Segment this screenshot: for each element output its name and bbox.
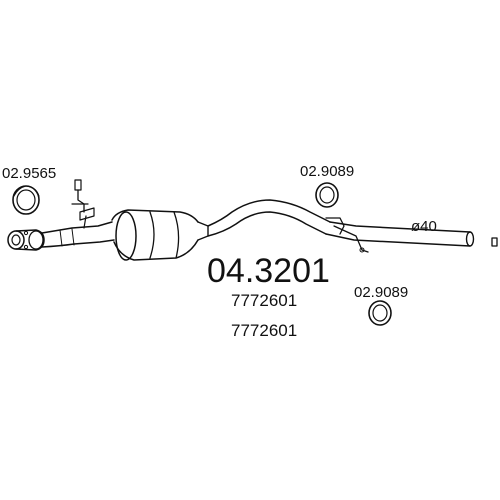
lambda-bracket bbox=[71, 179, 95, 229]
gasket-left-label: 02.9565 bbox=[2, 165, 56, 182]
hanger-bracket bbox=[325, 217, 369, 253]
inlet-flange bbox=[7, 229, 45, 251]
mid-pipe bbox=[207, 199, 331, 237]
gasket-bottom-label: 02.9089 bbox=[354, 284, 408, 301]
gasket-left bbox=[12, 185, 40, 215]
front-pipe bbox=[41, 221, 115, 248]
diameter-label: ø40 bbox=[411, 218, 437, 235]
end-cap bbox=[491, 237, 498, 247]
tail-pipe bbox=[325, 221, 475, 247]
gasket-bottom bbox=[368, 300, 392, 326]
gasket-top bbox=[315, 182, 339, 208]
catalytic-converter bbox=[111, 209, 209, 261]
part-number: 04.3201 bbox=[207, 252, 330, 290]
gasket-top-label: 02.9089 bbox=[300, 163, 354, 180]
oem-number-1: 7772601 bbox=[231, 291, 297, 310]
oem-number-2: 7772601 bbox=[231, 321, 297, 340]
